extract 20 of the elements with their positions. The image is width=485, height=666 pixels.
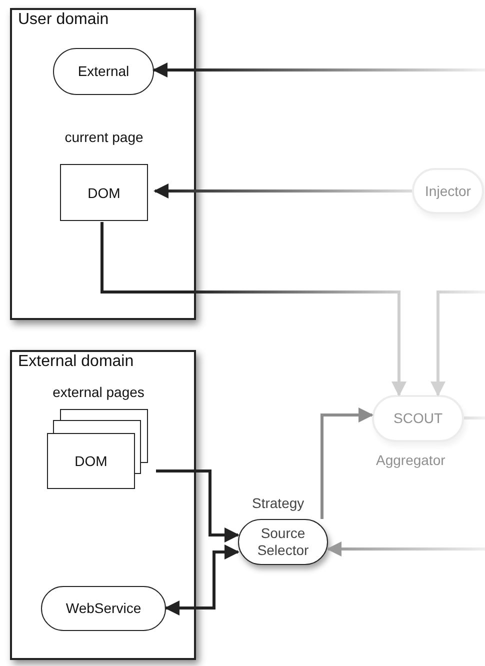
process-node <box>238 519 328 565</box>
caption-text: Aggregator <box>376 452 446 468</box>
terminal-node <box>53 48 154 95</box>
process-node <box>412 168 484 214</box>
heading-text: current page <box>64 129 144 145</box>
domain-panel <box>10 350 196 660</box>
domain-panel <box>10 8 196 320</box>
caption-text: Strategy <box>252 495 304 511</box>
panel-title: User domain <box>18 11 109 29</box>
node-label: SCOUT <box>392 410 444 427</box>
node-label: Injector <box>424 182 472 200</box>
node-label: DOM <box>88 184 120 200</box>
node-label: DOM <box>74 453 108 469</box>
heading-text: external pages <box>52 384 146 400</box>
process-node <box>372 395 464 442</box>
node-label: WebService <box>64 600 142 617</box>
node-label: External <box>76 63 130 80</box>
node-label: Source Selector <box>256 525 310 559</box>
terminal-node <box>41 586 166 631</box>
panel-title: External domain <box>18 353 134 371</box>
